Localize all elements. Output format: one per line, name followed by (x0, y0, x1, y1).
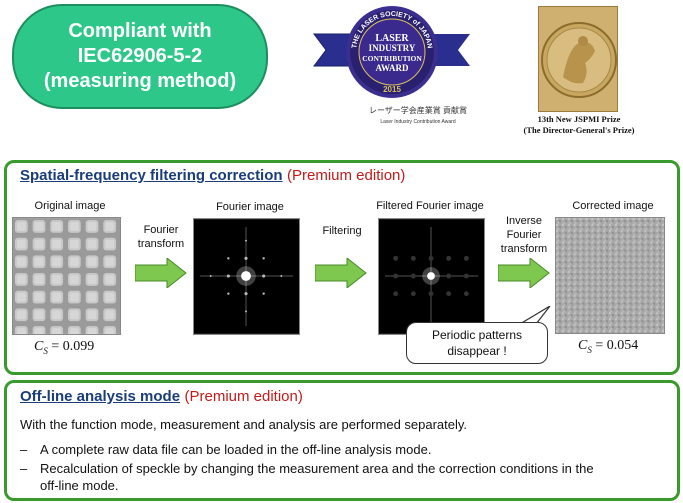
filtered-fourier-image (378, 218, 485, 335)
cs-corrected-value: CS = 0.054 (578, 338, 639, 355)
section2-heading: Off-line analysis mode (Premium edition) (20, 388, 303, 406)
award-en-caption: Laser Industry Contribution Award (380, 119, 456, 125)
section1-edition: (Premium edition) (287, 167, 406, 184)
award-line3: CONTRIBUTION (362, 54, 422, 63)
arrow3-label: Inverse Fourier transform (500, 215, 548, 255)
arrow1-label: Fourier transform (137, 224, 185, 250)
award-line4: AWARD (375, 63, 409, 73)
prize-medal-image (538, 6, 618, 112)
compliance-badge: Compliant with IEC62906-5-2 (measuring m… (12, 4, 268, 109)
original-image (12, 217, 121, 335)
arrow-filtering (315, 258, 367, 288)
bullet2-text: Recalculation of speckle by changing the… (40, 461, 594, 476)
bullet1-dash: – (20, 442, 28, 457)
section2-intro: With the function mode, measurement and … (20, 417, 468, 432)
periodic-patterns-callout: Periodic patterns disappear ! (406, 322, 548, 364)
bullet2-text-cont: off-line mode. (40, 478, 119, 493)
offline-analysis-section (4, 380, 680, 501)
fourier-image (193, 218, 300, 335)
cs-original-value: CS = 0.099 (34, 339, 95, 356)
caption-corrected-image: Corrected image (572, 200, 654, 212)
award-line1: LASER (375, 33, 409, 44)
arrow2-label: Filtering (322, 225, 362, 237)
arrow-fourier-transform (135, 258, 187, 288)
compliance-line2: IEC62906-5-2 (77, 45, 203, 67)
award-jp-caption: レーザー学会産業賞 貢献賞 (368, 106, 468, 115)
award-year: 2015 (383, 85, 401, 94)
prize-subtitle: (The Director-General's Prize) (523, 125, 635, 135)
arrow-inverse-fourier (498, 258, 550, 288)
compliance-line1: Compliant with (68, 20, 212, 42)
laser-award-logo: THE LASER SOCIETY of JAPAN LASER INDUSTR… (313, 6, 470, 98)
compliance-line3: (measuring method) (43, 70, 237, 92)
section2-edition: (Premium edition) (184, 388, 303, 405)
bullet1-text: A complete raw data file can be loaded i… (40, 442, 432, 457)
corrected-image (555, 217, 665, 334)
caption-original-image: Original image (34, 200, 106, 212)
section2-title: Off-line analysis mode (20, 388, 181, 405)
section1-heading: Spatial-frequency filtering correction (… (20, 167, 405, 185)
caption-fourier-image: Fourier image (216, 201, 284, 213)
award-line2: INDUSTRY (369, 43, 416, 53)
bullet2-dash: – (20, 461, 28, 476)
caption-filtered-fourier-image: Filtered Fourier image (376, 200, 484, 212)
prize-title: 13th New JSPMI Prize (537, 114, 621, 124)
section1-title: Spatial-frequency filtering correction (20, 167, 283, 184)
